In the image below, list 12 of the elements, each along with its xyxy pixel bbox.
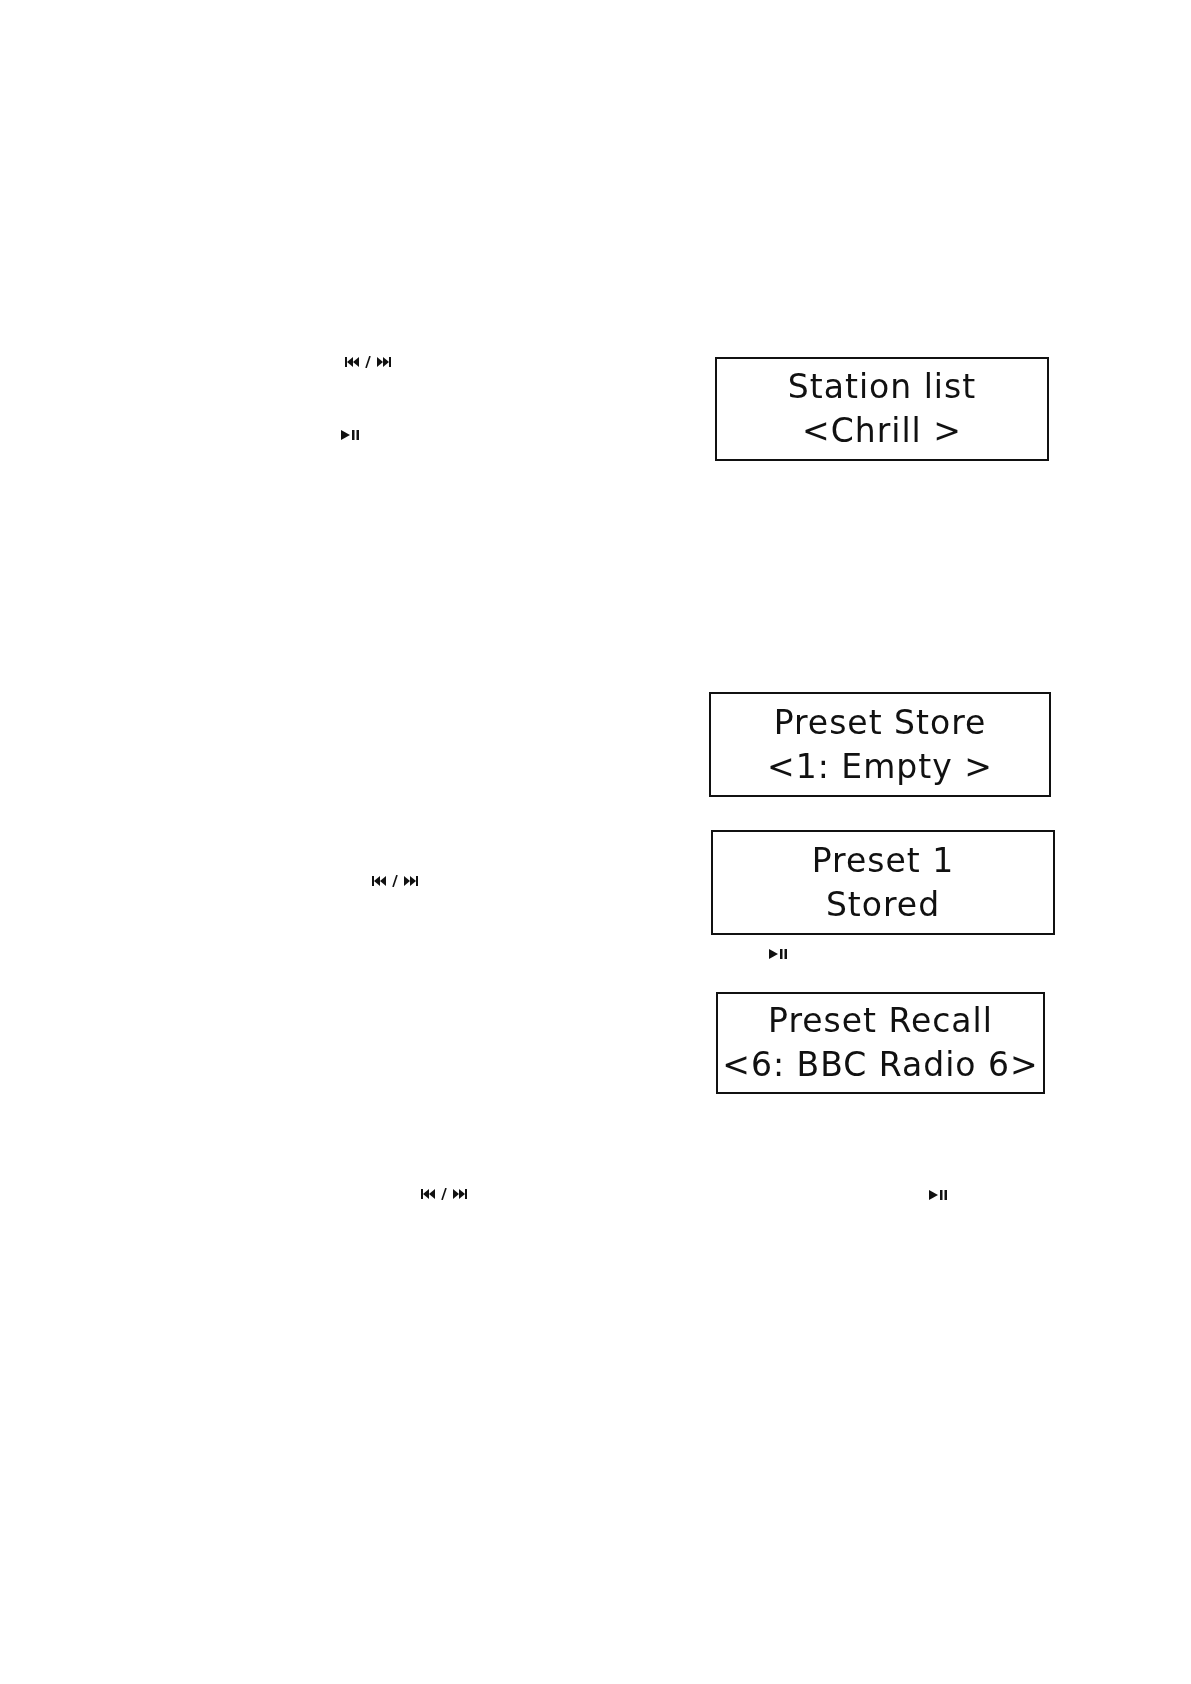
display-text: <Chrill >	[802, 410, 962, 452]
lcd-display	[711, 830, 1055, 935]
lcd-display	[715, 357, 1049, 461]
display-text: Stored	[825, 883, 941, 926]
lcd-display	[716, 992, 1045, 1094]
display-text: Preset Store	[773, 701, 987, 744]
display-text: <6: BBC Radio 6>	[722, 1044, 1039, 1086]
display-text: Station list	[787, 366, 977, 408]
display-text: Preset Recall	[768, 1000, 993, 1042]
lcd-display	[709, 692, 1051, 797]
display-text: <1: Empty >	[767, 745, 993, 788]
display-text: Preset 1	[811, 839, 955, 882]
